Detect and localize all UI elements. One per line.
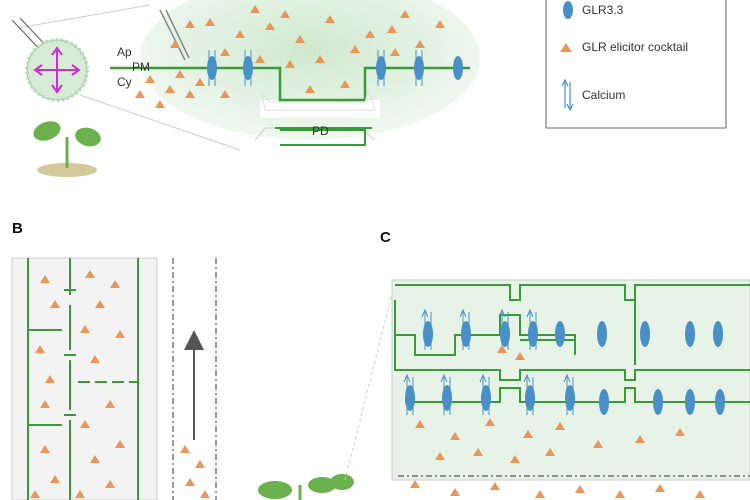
elicitor-cluster-c: [410, 345, 705, 498]
glr-channels-a: [207, 50, 463, 86]
label-apoplast: Ap: [117, 45, 132, 59]
label-cytoplasm: Cy: [117, 75, 132, 89]
legend-label-calcium: Calcium: [582, 88, 625, 102]
panel-a: Ap PM Cy PD: [11, 0, 480, 177]
legend-label-elicitor: GLR elicitor cocktail: [582, 40, 688, 54]
elicitor-triangle-icon: [560, 43, 572, 52]
seedling-icon: [33, 121, 101, 177]
plasmodesma-membrane: [280, 129, 366, 146]
panel-b-letter: B: [12, 220, 23, 237]
needle-icon: [159, 9, 186, 61]
glr-channel-icon: [563, 1, 573, 19]
seedling-icon-2: [258, 474, 354, 500]
label-plasma-membrane: PM: [132, 60, 150, 74]
elicitor-cluster-a: [135, 5, 445, 108]
panel-c-letter: C: [380, 229, 391, 246]
calcium-flux-c: [403, 308, 574, 415]
magnified-tissue-icon: [25, 38, 89, 102]
apoplast-region: [140, 0, 480, 140]
panel-c: C: [380, 229, 750, 498]
legend: GLR3.3 GLR elicitor cocktail Calcium: [545, 0, 727, 129]
cell-walls-b: [27, 258, 139, 500]
elicitor-cluster-b: [30, 270, 125, 498]
panel-b: B: [11, 220, 394, 500]
calcium-arrows-icon: [561, 78, 574, 112]
legend-label-glr: GLR3.3: [582, 3, 624, 17]
label-plasmodesma: PD: [312, 124, 329, 138]
